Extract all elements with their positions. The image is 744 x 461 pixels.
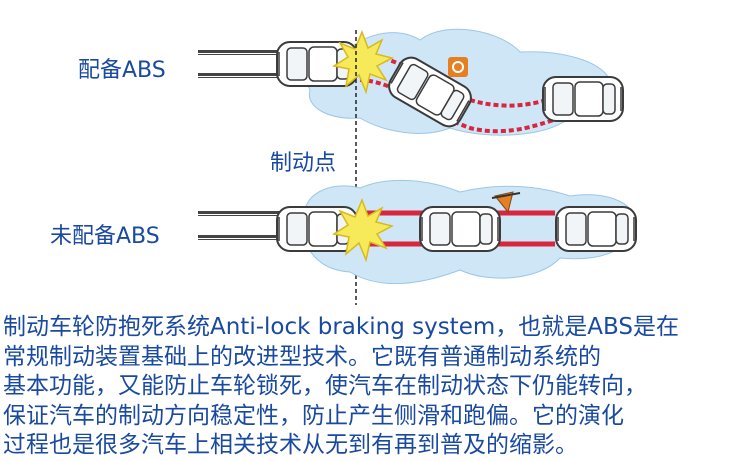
car-no-abs-2 (420, 207, 500, 251)
label-braking-point: 制动点 (270, 145, 336, 177)
paragraph-line-5: 过程也是很多汽车上相关技术从无到有再到普及的缩影。 (3, 431, 741, 461)
description-paragraph: 制动车轮防抱死系统Anti-lock braking system，也就是ABS… (3, 313, 741, 461)
car-no-abs-3 (556, 207, 636, 251)
no-abs-scenario (198, 180, 636, 283)
paragraph-line-4: 保证汽车的制动方向稳定性，防止产生侧滑和跑偏。它的演化 (3, 402, 741, 432)
abs-scenario (198, 29, 623, 135)
car-abs-3 (543, 77, 623, 121)
label-with-abs: 配备ABS (78, 52, 166, 84)
traffic-cone-icon (448, 57, 468, 77)
paragraph-line-3: 基本功能，又能防止车轮锁死，使汽车在制动状态下仍能转向， (3, 372, 741, 402)
paragraph-line-1: 制动车轮防抱死系统Anti-lock braking system，也就是ABS… (3, 313, 741, 343)
abs-diagram (0, 0, 744, 310)
paragraph-line-2: 常规制动装置基础上的改进型技术。它既有普通制动系统的 (3, 343, 741, 373)
label-without-abs: 未配备ABS (50, 218, 160, 250)
